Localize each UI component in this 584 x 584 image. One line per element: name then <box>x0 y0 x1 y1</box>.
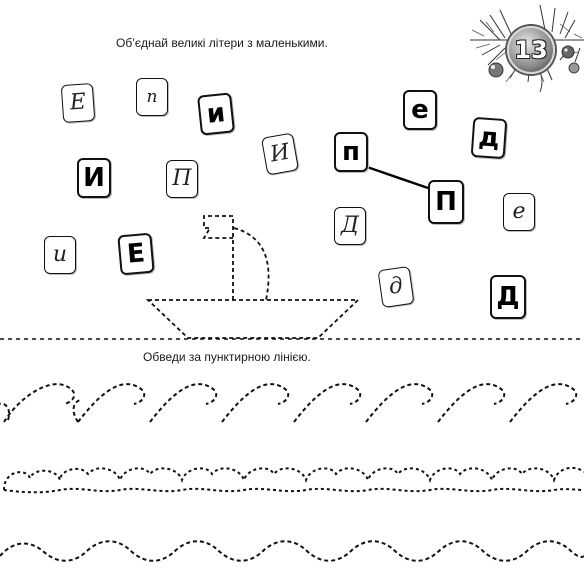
letter-card-print-p-upper[interactable]: П <box>428 180 464 224</box>
letter-card-print-d-upper[interactable]: Д <box>490 275 526 319</box>
letter: И <box>83 163 105 193</box>
letter: П <box>435 187 457 217</box>
letter-card-print-e-lower[interactable]: е <box>403 90 437 130</box>
letter: И <box>268 139 292 168</box>
letter-card-script-d-lower[interactable]: д <box>377 265 415 309</box>
page-number-badge: 13 <box>507 26 555 74</box>
letter-card-script-p-lower[interactable]: п <box>136 78 168 116</box>
page-number: 13 <box>514 36 548 64</box>
letter-card-script-p-upper[interactable]: П <box>166 160 198 198</box>
letter-card-script-e-upper[interactable]: Е <box>60 82 96 124</box>
letter: П <box>172 166 192 191</box>
trace-wave-2 <box>3 466 584 491</box>
letter: Е <box>69 89 87 116</box>
letter-card-print-e-upper[interactable]: Е <box>117 232 155 276</box>
letter-card-print-y-upper[interactable]: И <box>77 158 111 198</box>
trace-wave-1 <box>3 383 578 423</box>
letter: и <box>205 98 227 130</box>
letter: е <box>512 199 526 224</box>
connecting-line <box>366 165 429 190</box>
letter: д <box>477 122 501 154</box>
trace-wave-3 <box>0 540 584 562</box>
christmas-branch-icon <box>470 4 584 93</box>
letter: и <box>52 242 68 267</box>
letter: п <box>146 86 158 107</box>
letter-card-script-e-lower[interactable]: е <box>503 193 535 231</box>
letter-card-script-y-lower[interactable]: и <box>44 236 76 274</box>
letter-card-print-y-lower[interactable]: и <box>197 92 235 136</box>
letter: д <box>387 273 405 300</box>
boat-icon <box>145 215 361 339</box>
letter: Д <box>496 282 520 312</box>
letter: е <box>411 95 429 125</box>
letter: Е <box>125 238 147 270</box>
instruction-trace: Обведи за пунктирною лінією. <box>143 350 311 364</box>
letter: п <box>342 137 360 167</box>
instruction-match: Об’єднай великі літери з маленькими. <box>116 36 328 50</box>
letter-card-print-p-lower[interactable]: п <box>334 132 368 172</box>
letter-card-script-y-upper[interactable]: И <box>260 132 300 176</box>
letter-card-script-d-upper[interactable]: Д <box>334 207 366 245</box>
letter-card-print-d-lower[interactable]: д <box>470 116 508 160</box>
letter: Д <box>341 213 359 238</box>
